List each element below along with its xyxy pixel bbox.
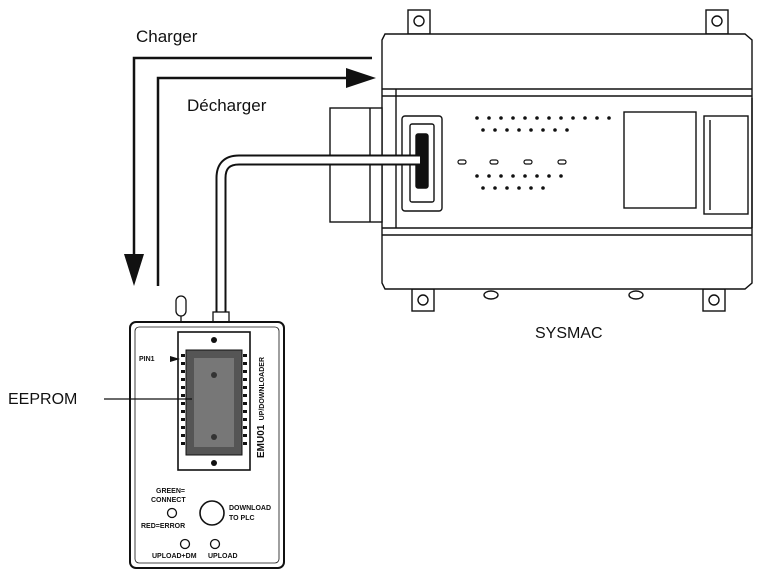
pin1-label: PIN1	[139, 356, 155, 363]
pin1-arrow-icon	[170, 356, 180, 362]
plc-status-leds	[457, 159, 567, 165]
connection-cable	[215, 154, 420, 322]
led-green-label: GREEN=	[156, 488, 185, 495]
status-led-icon	[166, 507, 178, 519]
upload-dm-label: UPLOAD+DM	[152, 553, 197, 560]
emu01-device	[129, 295, 285, 569]
decharger-arrow	[156, 68, 376, 286]
decharger-label: Décharger	[187, 96, 267, 115]
eeprom-socket-pins	[181, 354, 247, 445]
charger-label: Charger	[136, 27, 198, 46]
plc-indicator-dots	[475, 116, 611, 190]
led-connect-label: CONNECT	[151, 497, 186, 504]
plc-unit	[329, 9, 753, 312]
download-to-plc-button[interactable]	[199, 500, 225, 526]
model-label: EMU01 UP/DOWNLOADER	[256, 357, 267, 458]
download-label-line1: DOWNLOAD	[229, 505, 271, 512]
charger-arrow	[124, 56, 372, 286]
eeprom-label: EEPROM	[8, 391, 77, 408]
download-label-line2: TO PLC	[229, 515, 255, 522]
led-red-label: RED=ERROR	[141, 523, 185, 530]
upload-button[interactable]	[209, 538, 221, 550]
upload-dm-button[interactable]	[179, 538, 191, 550]
upload-label: UPLOAD	[208, 553, 238, 560]
sysmac-label: SYSMAC	[535, 325, 603, 342]
